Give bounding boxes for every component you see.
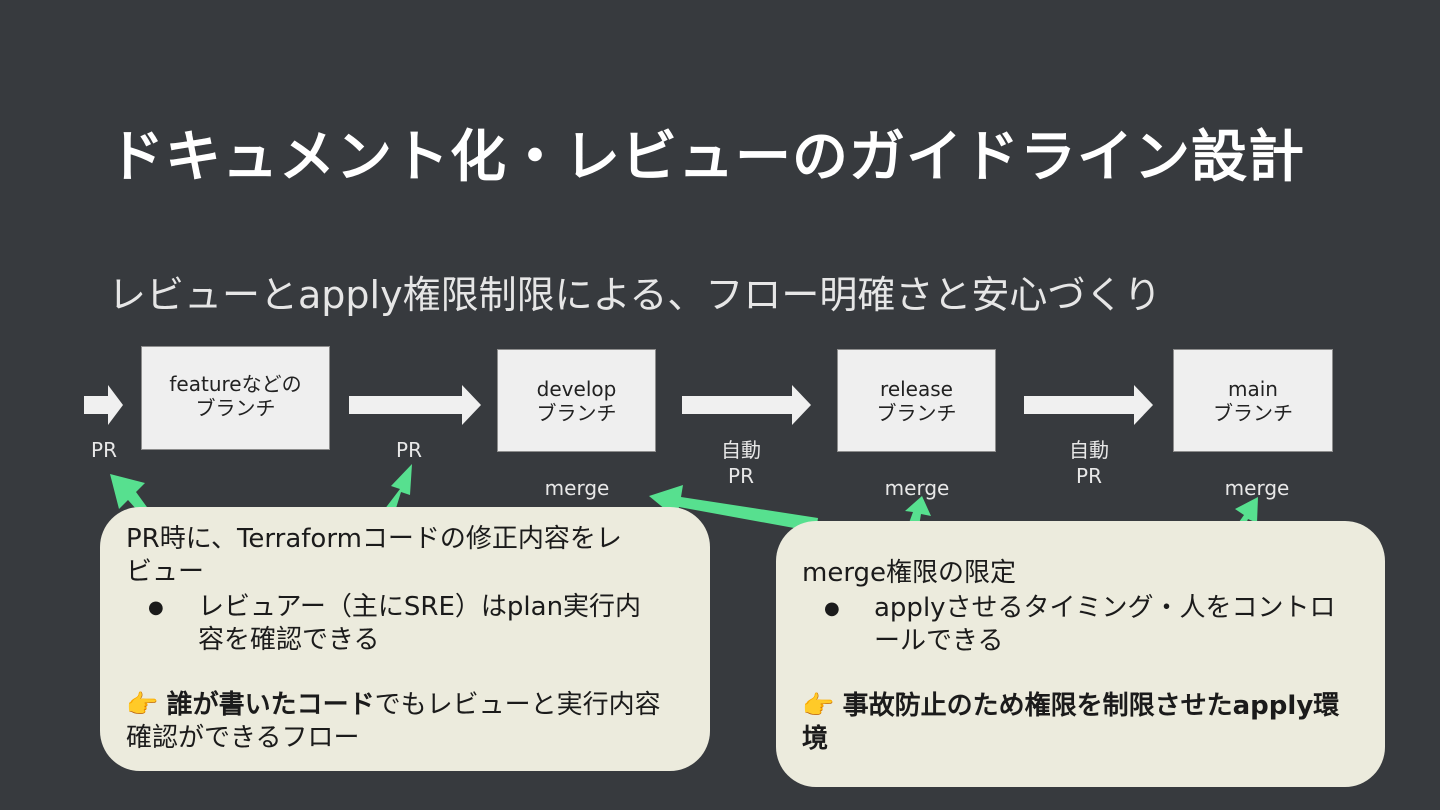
- label-auto-pr-1: 自動 PR: [706, 437, 776, 489]
- note-review: PR時に、Terraformコードの修正内容をレ ビュー レビュアー（主にSRE…: [100, 507, 710, 771]
- branch-box-release: release ブランチ: [837, 349, 996, 452]
- note-review-head-line2: ビュー: [126, 557, 205, 587]
- branch-box-develop: develop ブランチ: [497, 349, 656, 452]
- flow-arrow-feature-develop: [349, 385, 481, 425]
- label-merge-main: merge: [1224, 476, 1290, 500]
- callout-arrow-merge-develop: [649, 485, 818, 532]
- branch-box-feature: featureなどの ブランチ: [141, 346, 330, 450]
- branch-feature-line1: featureなどの: [169, 372, 302, 396]
- pointing-hand-icon: 👉: [802, 691, 835, 721]
- branch-release-line2: ブランチ: [876, 401, 957, 425]
- label-auto-pr-1-line2: PR: [728, 464, 754, 488]
- label-auto-pr-2: 自動 PR: [1054, 437, 1124, 489]
- branch-main-line1: main: [1228, 377, 1278, 401]
- note-apply-bullets: applyさせるタイミング・人をコントロールできる: [802, 592, 1351, 658]
- note-apply: merge権限の限定 applyさせるタイミング・人をコントロールできる 👉 事…: [776, 521, 1385, 787]
- callout-arrow-pr-middle: [381, 464, 412, 518]
- page-subtitle: レビューとapply権限制限による、フロー明確さと安心づくり: [108, 273, 1162, 317]
- branch-main-line2: ブランチ: [1213, 401, 1293, 425]
- label-auto-pr-2-line2: PR: [1076, 464, 1102, 488]
- note-review-bullets: レビュアー（主にSRE）はplan実行内容を確認できる: [126, 591, 686, 657]
- branch-develop-line2: ブランチ: [536, 401, 617, 425]
- note-review-tip-bold: 誰が書いたコード: [166, 690, 375, 720]
- note-apply-bullet: applyさせるタイミング・人をコントロールできる: [802, 592, 1351, 658]
- note-review-head-line1: PR時に、Terraformコードの修正内容をレ: [126, 524, 622, 554]
- branch-release-line1: release: [880, 377, 953, 401]
- note-review-tip-rest: でもレビューと実行内容確認ができるフロー: [126, 690, 661, 753]
- branch-feature-line2: ブランチ: [195, 396, 276, 420]
- label-pr-left: PR: [91, 438, 117, 462]
- page-title: ドキュメント化・レビューのガイドライン設計: [108, 125, 1305, 190]
- note-apply-tip-bold: 事故防止のため権限を制限させたapply環境: [802, 691, 1340, 754]
- pointing-hand-icon: 👉: [126, 690, 159, 720]
- note-apply-head: merge権限の限定: [802, 558, 1017, 588]
- branch-box-main: main ブランチ: [1173, 349, 1333, 452]
- label-auto-pr-1-line1: 自動: [721, 438, 761, 462]
- note-apply-tip: 👉 事故防止のため権限を制限させたapply環境: [802, 690, 1351, 756]
- label-merge-release: merge: [884, 476, 950, 500]
- label-auto-pr-2-line1: 自動: [1069, 438, 1109, 462]
- flow-arrow-pr-in: [84, 385, 123, 425]
- branch-develop-line1: develop: [536, 377, 617, 401]
- label-pr-middle: PR: [396, 438, 422, 462]
- flow-arrow-develop-release: [682, 385, 811, 425]
- flow-arrow-release-main: [1024, 385, 1153, 425]
- note-review-bullet: レビュアー（主にSRE）はplan実行内容を確認できる: [126, 591, 686, 657]
- note-review-tip: 👉 誰が書いたコードでもレビューと実行内容確認ができるフロー: [126, 689, 686, 755]
- label-merge-develop: merge: [544, 476, 610, 500]
